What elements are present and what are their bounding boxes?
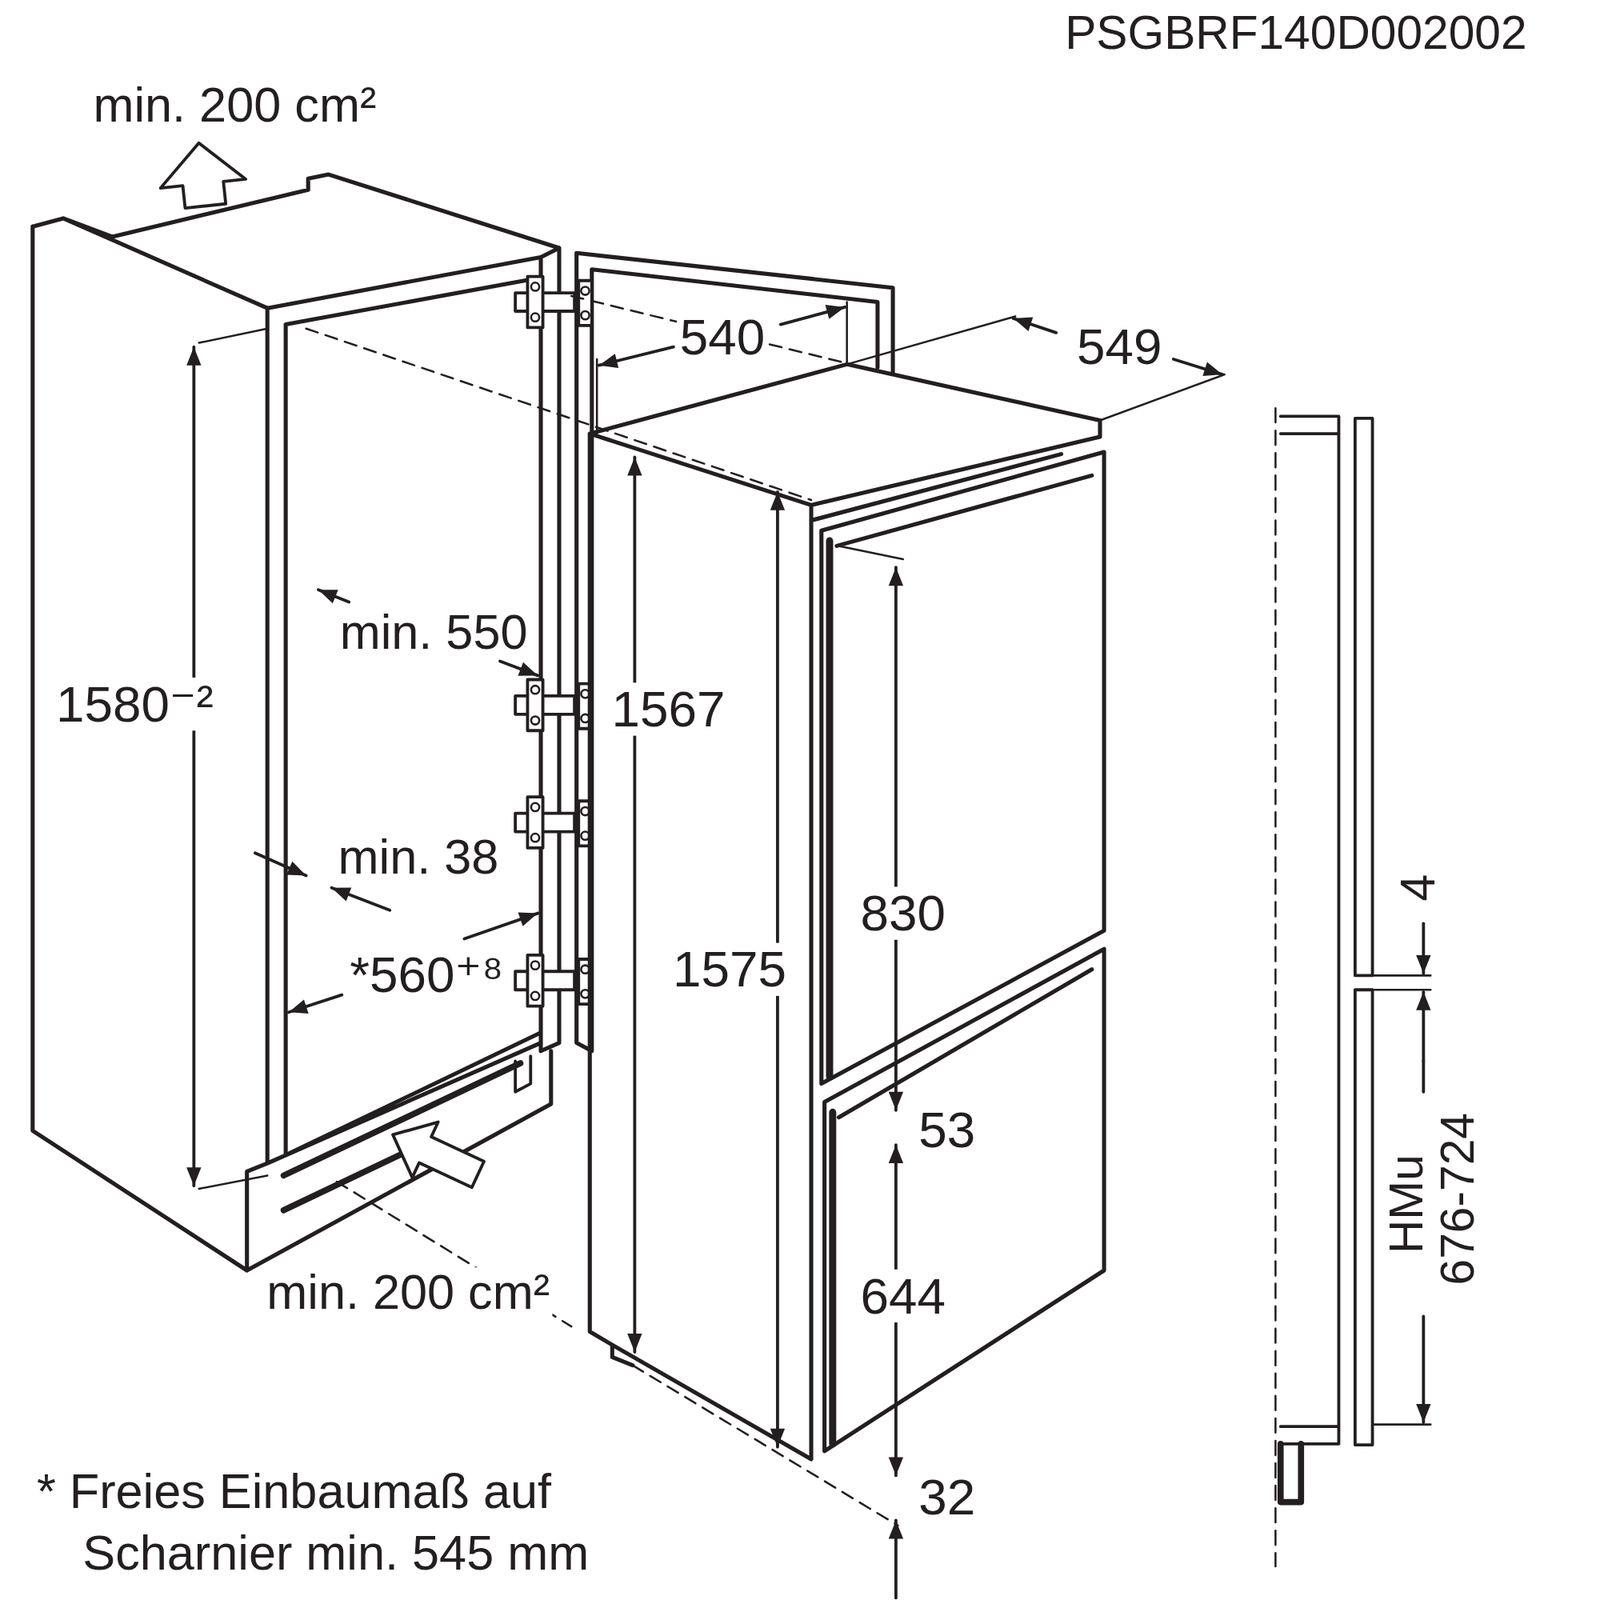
side-panel (576, 252, 893, 1051)
dimension-label: HMu (1381, 1151, 1431, 1257)
furniture-door (1355, 418, 1373, 976)
dimension-line (1421, 923, 1425, 974)
door-hinge (515, 679, 592, 731)
footnote: * Freies Einbaumaß auf Scharnier min. 54… (36, 1461, 716, 1584)
dimension-label: 644 (857, 1269, 949, 1323)
projection-line (306, 296, 899, 1526)
dimension-line (599, 347, 674, 366)
dimension-label: *560⁺⁸ (346, 948, 506, 1001)
dimension-label: 4 (1392, 871, 1444, 905)
ventilation-note: min. 200 cm² (90, 79, 380, 131)
airflow-arrow (156, 138, 248, 211)
dimension-label: 830 (857, 886, 949, 940)
mounting-bracket (1280, 1444, 1302, 1503)
section-axis (1274, 408, 1277, 1567)
dimension-label: 549 (1073, 320, 1165, 374)
dimension-line (1421, 1061, 1425, 1092)
ventilation-slot (284, 1063, 521, 1211)
dimension-line (332, 888, 391, 911)
door-hinge (515, 276, 592, 328)
dimension-label: 1580⁻² (52, 677, 216, 731)
dimension-line (192, 347, 196, 1186)
ventilation-note: min. 200 cm² (263, 1267, 552, 1319)
dimension-line (318, 589, 349, 602)
furniture-door (1355, 989, 1373, 1445)
dimension-line (1421, 992, 1425, 1062)
dimension-label: 540 (676, 310, 768, 364)
dimension-line (464, 913, 538, 940)
dimension-line (894, 1520, 898, 1599)
dimension-label: 53 (915, 1103, 979, 1156)
airflow-arrow (380, 1107, 492, 1203)
plinth-vent (515, 1056, 531, 1092)
door-hinge (515, 955, 592, 1007)
niche-cabinet (32, 174, 560, 1271)
drawing-code: PSGBRF140D002002 (1061, 8, 1530, 57)
dimension-label: 32 (915, 1470, 979, 1524)
dimension-line (894, 567, 898, 1111)
dimension-line (632, 456, 636, 1352)
dimension-line (1421, 1316, 1425, 1423)
dimension-line (500, 661, 538, 676)
dimension-line (288, 995, 342, 1013)
dimension-line (255, 852, 307, 876)
dimension-label: min. 550 (336, 607, 531, 659)
dimension-line (780, 307, 845, 325)
door-hinge (515, 796, 592, 848)
dimension-lines (193, 307, 1424, 1599)
dimension-label: min. 38 (335, 832, 502, 884)
lower-door (824, 948, 1104, 1452)
dimension-label: 676-724 (1432, 1109, 1482, 1288)
appliance-body (589, 364, 1100, 1460)
extension-line (199, 302, 1432, 1425)
dimension-line (1173, 359, 1223, 375)
section-detail (1280, 416, 1340, 1444)
dimension-line (1013, 318, 1057, 333)
dimension-label: 1575 (669, 943, 790, 996)
door-edge (829, 540, 833, 1444)
dimension-label: 1567 (608, 682, 729, 736)
